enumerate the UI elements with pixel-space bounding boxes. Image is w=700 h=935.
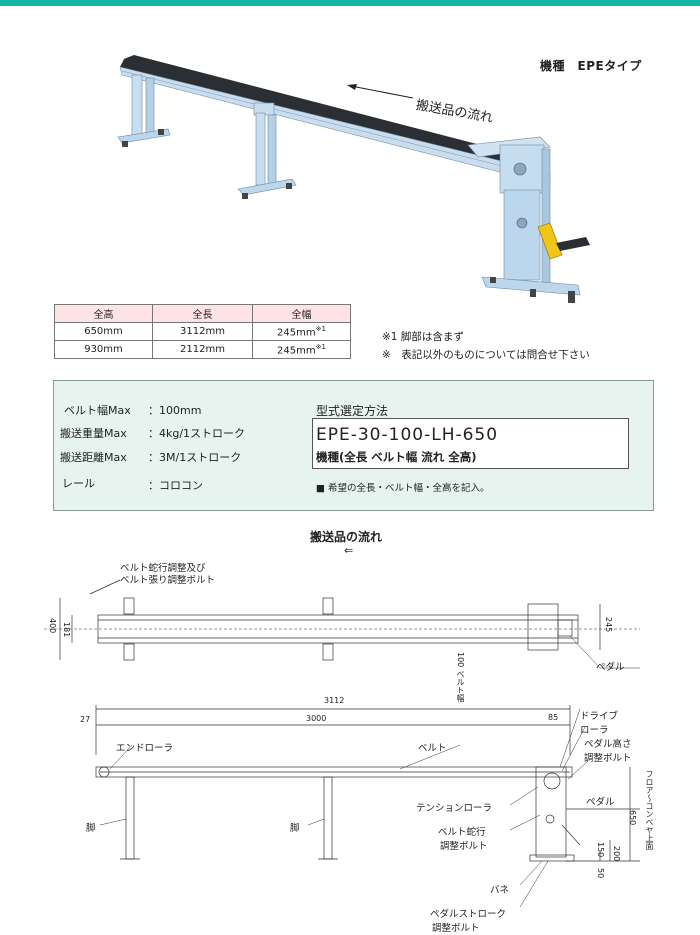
label-end-roller: エンドローラ [116, 743, 174, 754]
top-view-drawing [44, 579, 640, 669]
label-spring: バネ [490, 885, 510, 896]
spec-header-length: 全長 [152, 304, 253, 323]
label-belt-width: 100 ベルト幅 [456, 652, 465, 702]
dim-85: 85 [548, 713, 559, 722]
table-cell: 245mm※1 [252, 340, 351, 359]
spec-value-belt-width: ：100mm [148, 404, 202, 417]
label-belt-adjust-2: ベルト張り調整ボルト [120, 575, 216, 586]
label-belt-adjust-1: ベルト蛇行調整及び [120, 563, 206, 574]
table-cell: 930mm [54, 340, 153, 359]
spec-header-width: 全幅 [252, 304, 351, 323]
label-leg-1: 脚 [86, 823, 96, 834]
spec-label-weight: 搬送重量Max [60, 427, 127, 440]
table-cell: 2112mm [152, 340, 253, 359]
dim-3112: 3112 [324, 696, 345, 705]
footnote-mark: ※1 [315, 342, 326, 351]
label-belt: ベルト [418, 743, 447, 754]
dim-650: 650 [628, 810, 637, 826]
label-pedal-height-2: 調整ボルト [584, 753, 632, 764]
table-cell: 245mm※1 [252, 322, 351, 341]
spec-value-rail: ：コロコン [148, 479, 203, 492]
dim-245: 245 [604, 617, 613, 633]
side-view-drawing [95, 705, 640, 908]
selection-title: 型式選定方法 [316, 404, 389, 418]
label-drive-1: ドライブ [580, 711, 619, 722]
dim-181: 181 [62, 622, 71, 638]
notes: ※1 脚部は含まず ※ 表記以外のものについては問合せ下さい [382, 328, 590, 364]
label-tension-roller: テンションローラ [416, 803, 493, 814]
label-pedal-side: ペダル [586, 797, 615, 808]
dim-200: 200 [612, 846, 621, 862]
top-accent-bar [0, 0, 700, 6]
spec-label-rail: レール [62, 477, 95, 490]
model-code-description: 機種(全長 ベルト幅 流れ 全高) [316, 450, 477, 464]
dim-27: 27 [80, 715, 91, 724]
spec-value-weight: ：4kg/1ストローク [148, 427, 246, 440]
footnote-mark: ※1 [315, 324, 326, 333]
drawing-flow-label: 搬送品の流れ [310, 530, 383, 544]
dim-400: 400 [48, 618, 57, 634]
dim-150: 150 [596, 842, 605, 858]
table-cell: 3112mm [152, 322, 253, 341]
model-code-box [312, 418, 629, 469]
label-pedal-top: ペダル [596, 662, 625, 673]
table-row: 930mm 2112mm 245mm※1 [54, 340, 351, 359]
label-snake-1: ベルト蛇行 [438, 827, 486, 838]
spec-table: 全高 全長 全幅 650mm 3112mm 245mm※1 930mm 2112… [54, 304, 351, 359]
note-2: ※ 表記以外のものについては問合せ下さい [382, 349, 590, 361]
flow-arrow-icon: ⇐ [344, 544, 354, 557]
flow-arrow-icon [347, 84, 414, 99]
spec-value-distance: ：3M/1ストローク [148, 451, 242, 464]
selection-note: ■ 希望の全長・ベルト幅・全高を記入。 [316, 483, 490, 494]
conveyor-illustration [117, 55, 590, 303]
label-pedal-height-1: ペダル高さ [584, 739, 632, 750]
table-cell-value: 245mm [277, 345, 316, 357]
note-1: ※1 脚部は含まず [382, 331, 464, 343]
label-snake-2: 調整ボルト [440, 841, 488, 852]
table-cell-value: 245mm [277, 327, 316, 339]
spec-header-height: 全高 [54, 304, 153, 323]
table-row: 650mm 3112mm 245mm※1 [54, 322, 351, 341]
dim-50: 50 [596, 868, 605, 879]
label-leg-2: 脚 [290, 823, 300, 834]
model-label: 機種 EPEタイプ [540, 59, 642, 73]
label-stroke-2: 調整ボルト [432, 923, 480, 934]
spec-label-belt-width: ベルト幅Max [64, 404, 131, 417]
spec-label-distance: 搬送距離Max [60, 451, 127, 464]
label-floor-to-top: フロア～コンベヤ上面 [645, 770, 654, 850]
table-cell: 650mm [54, 322, 153, 341]
dim-3000: 3000 [306, 714, 327, 723]
label-drive-2: ローラ [580, 725, 609, 736]
model-code: EPE-30-100-LH-650 [316, 425, 499, 445]
label-stroke-1: ペダルストローク [430, 909, 507, 920]
